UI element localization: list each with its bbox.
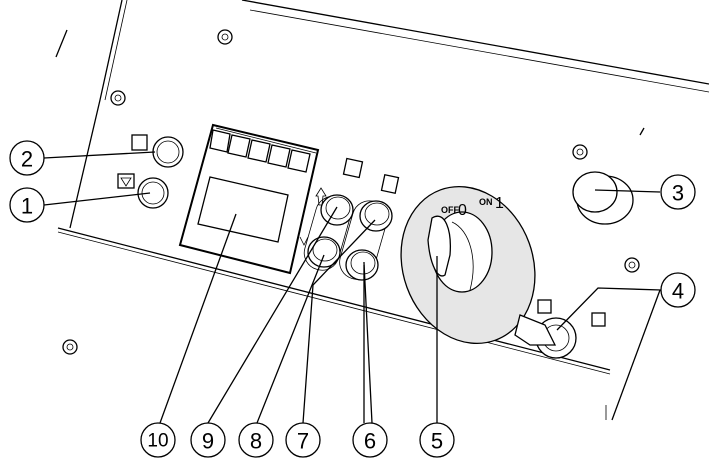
callout-5: 5 — [419, 422, 455, 458]
callouts: 1 2 3 4 5 6 7 8 9 10 — [9, 140, 696, 458]
callout-7: 7 — [285, 422, 321, 458]
up-button[interactable] — [320, 194, 354, 226]
svg-text:1: 1 — [21, 194, 33, 219]
callout-9: 9 — [190, 422, 226, 458]
mushroom-button[interactable] — [572, 171, 634, 225]
defrost-icon — [380, 173, 400, 195]
fan-icon — [247, 139, 271, 163]
display-unit — [178, 123, 320, 275]
alarm-reset-icon — [117, 173, 135, 189]
callout-8: 8 — [238, 422, 274, 458]
info-icon — [209, 129, 231, 153]
fan-button-icon — [342, 157, 364, 179]
heater-icon — [267, 144, 291, 168]
arrow-down-icon — [299, 236, 309, 246]
hours-button[interactable] — [131, 134, 184, 168]
switch-off-label: OFF — [441, 205, 459, 215]
main-switch[interactable]: OFF 0 ON 1 — [380, 168, 557, 363]
switch-one-label: 1 — [495, 195, 504, 212]
unlock-icon — [591, 312, 606, 327]
defrost-button[interactable] — [345, 249, 379, 281]
svg-text:7: 7 — [297, 429, 309, 454]
svg-text:2: 2 — [21, 147, 33, 172]
callout-3: 3 — [660, 174, 696, 210]
status-icons — [209, 129, 311, 173]
callout-10: 10 — [140, 422, 176, 458]
switch-handle — [427, 215, 451, 277]
fan-button[interactable] — [359, 200, 393, 232]
button-cluster — [299, 157, 400, 281]
switch-zero-label: 0 — [458, 202, 467, 219]
svg-text:8: 8 — [250, 429, 262, 454]
svg-text:3: 3 — [672, 181, 684, 206]
callout-2: 2 — [9, 140, 45, 176]
hours-icon — [131, 134, 148, 151]
arrow-up-icon — [315, 187, 327, 206]
fan-speed-icon — [227, 134, 251, 158]
callout-6: 6 — [352, 422, 388, 458]
reset-button[interactable] — [117, 173, 169, 209]
svg-text:6: 6 — [364, 429, 376, 454]
callout-4: 4 — [660, 272, 696, 308]
key-switch[interactable] — [514, 299, 606, 359]
down-button[interactable] — [307, 236, 341, 268]
svg-text:9: 9 — [202, 429, 214, 454]
key — [514, 314, 557, 346]
leader-lines — [43, 151, 662, 424]
callout-1: 1 — [9, 187, 45, 223]
svg-text:10: 10 — [147, 431, 168, 452]
svg-text:5: 5 — [431, 429, 443, 454]
lcd-screen — [197, 176, 289, 243]
glow-icon — [287, 149, 311, 173]
lock-icon — [537, 299, 552, 314]
svg-text:4: 4 — [672, 279, 684, 304]
switch-on-label: ON — [479, 197, 493, 207]
screws — [62, 29, 640, 355]
housing-outline — [55, 0, 709, 421]
